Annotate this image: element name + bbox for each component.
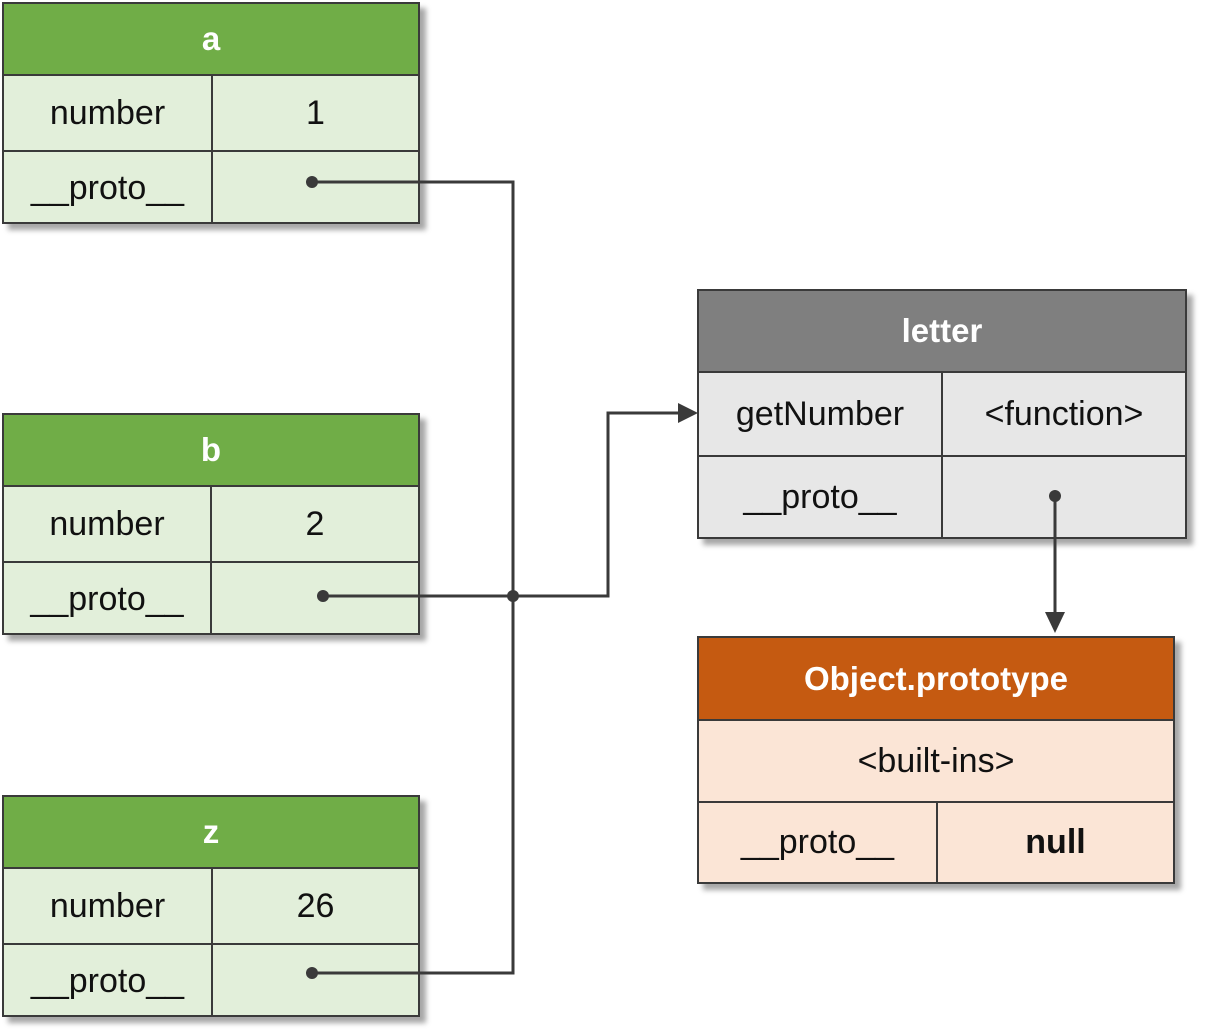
letter-proto-value [943,457,1185,537]
object-b-proto-key: __proto__ [30,579,184,618]
object-a-number-value: 1 [306,93,325,132]
arrowhead-to-letter [678,403,698,423]
object-b-title: b [4,415,418,487]
object-z-number-key: number [49,886,166,925]
object-prototype-box: Object.prototype <built-ins> __proto__ n… [697,636,1175,884]
letter-title: letter [699,291,1185,373]
object-z-number-value: 26 [296,886,335,925]
object-a-number-key: number [49,93,166,132]
object-prototype-builtins: <built-ins> [857,741,1015,780]
object-prototype-proto-value: null [1025,823,1086,861]
object-prototype-title: Object.prototype [699,638,1173,721]
object-b-box: b number 2 __proto__ [2,413,420,635]
object-prototype-proto-key: __proto__ [740,823,895,861]
junction-dot [507,590,519,602]
object-a-proto-key: __proto__ [30,168,185,207]
object-z-proto-value [213,945,418,1017]
object-b-number-key: number [49,504,165,543]
letter-box: letter getNumber <function> __proto__ [697,289,1187,539]
object-z-proto-key: __proto__ [30,961,185,1000]
object-z-title: z [4,797,418,869]
object-a-box: a number 1 __proto__ [2,2,420,224]
object-a-title: a [4,4,418,76]
object-a-proto-value [213,152,418,224]
object-b-number-value: 2 [305,504,325,543]
letter-getnumber-key: getNumber [735,394,905,433]
letter-proto-key: __proto__ [743,477,897,516]
arrowhead-to-object-prototype [1045,612,1065,633]
letter-getnumber-value: <function> [984,394,1144,433]
object-b-proto-value [212,563,418,635]
object-z-box: z number 26 __proto__ [2,795,420,1017]
